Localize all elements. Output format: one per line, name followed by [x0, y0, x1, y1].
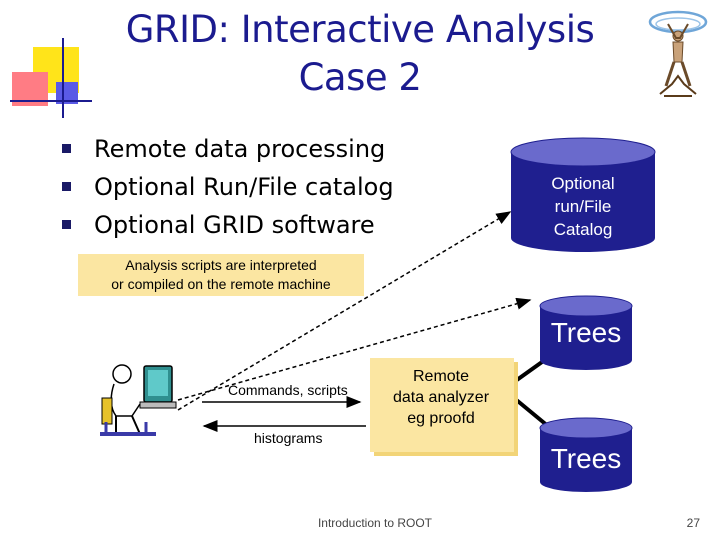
- bullet-item: Optional Run/File catalog: [62, 168, 394, 206]
- user-at-computer-icon: [100, 364, 177, 436]
- remote-analyzer-box: [370, 358, 514, 452]
- bullet-square-icon: [62, 219, 71, 229]
- analysis-note-box: Analysis scripts are interpreted or comp…: [78, 254, 364, 296]
- trees-cylinder-bottom: [539, 417, 633, 492]
- bullet-text: Remote data processing: [94, 135, 386, 163]
- analyzer-line: data analyzer: [392, 389, 490, 406]
- atlas-figure-logo: [648, 10, 708, 97]
- bullet-square-icon: [62, 143, 71, 153]
- bullet-item: Optional GRID software: [62, 206, 394, 244]
- catalog-label: Optional run/File Catalog: [511, 172, 655, 241]
- title-line-2: Case 2: [298, 56, 422, 99]
- trees-cylinder-top: [539, 295, 633, 370]
- dashed-arrow-to-trees: [177, 297, 532, 401]
- page-number: 27: [686, 516, 700, 530]
- catalog-line: run/File: [554, 197, 612, 216]
- vertical-line: [62, 38, 64, 118]
- histograms-label: histograms: [254, 430, 323, 446]
- trees-label-bottom: Trees: [550, 443, 622, 474]
- dashed-arrow-to-catalog: [177, 211, 512, 411]
- footer-text: Introduction to ROOT: [317, 516, 433, 530]
- horizontal-line: [10, 100, 92, 102]
- catalog-cylinder: [510, 137, 656, 252]
- bullet-list: Remote data processing Optional Run/File…: [62, 130, 394, 244]
- note-line-2: or compiled on the remote machine: [111, 276, 331, 292]
- bullet-text: Optional GRID software: [94, 211, 375, 239]
- trees-label-top: Trees: [550, 317, 622, 348]
- catalog-line: Catalog: [553, 220, 613, 239]
- analyzer-line: eg proofd: [407, 410, 475, 427]
- title-line-1: GRID: Interactive Analysis: [125, 8, 595, 51]
- slide-title: GRID: Interactive Analysis Case 2: [70, 6, 650, 102]
- commands-label: Commands, scripts: [228, 382, 348, 398]
- bullet-text: Optional Run/File catalog: [94, 173, 394, 201]
- bullet-square-icon: [62, 181, 71, 191]
- remote-analyzer-label: Remote data analyzer eg proofd: [370, 366, 512, 429]
- note-line-1: Analysis scripts are interpreted: [125, 257, 317, 273]
- catalog-line: Optional: [551, 174, 615, 193]
- bullet-item: Remote data processing: [62, 130, 394, 168]
- analyzer-line: Remote: [412, 368, 470, 385]
- blue-square: [56, 82, 78, 104]
